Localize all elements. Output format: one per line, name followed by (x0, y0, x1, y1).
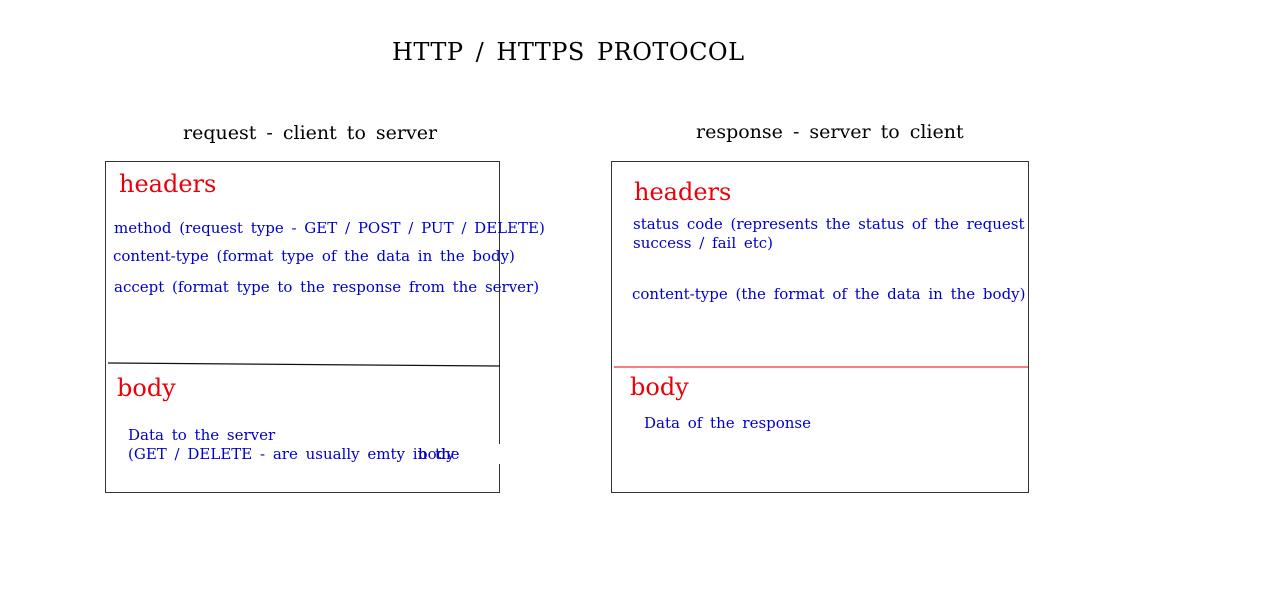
response-header-status-detail: success / fail etc) (633, 234, 774, 252)
response-body-line-1: Data of the response (644, 414, 812, 432)
request-title: request - client to server (183, 122, 438, 144)
diagram-title: HTTP / HTTPS PROTOCOL (392, 38, 745, 66)
request-body-line-3: body (418, 445, 455, 463)
response-header-status-code: status code (represents the status of th… (633, 215, 1025, 233)
request-box-gap (498, 444, 502, 464)
response-box (611, 161, 1029, 493)
request-body-label: body (117, 374, 176, 402)
request-header-content-type: content-type (format type of the data in… (113, 247, 515, 265)
response-header-content-type: content-type (the format of the data in … (632, 285, 1026, 303)
response-title: response - server to client (696, 121, 964, 143)
request-body-line-1: Data to the server (128, 426, 276, 444)
request-headers-label: headers (119, 170, 217, 198)
request-header-method: method (request type - GET / POST / PUT … (114, 219, 545, 237)
response-headers-label: headers (634, 178, 732, 206)
request-header-accept: accept (format type to the response from… (114, 278, 540, 296)
response-body-label: body (630, 373, 689, 401)
request-body-line-2: (GET / DELETE - are usually emty in the (128, 445, 460, 463)
request-box (105, 161, 500, 493)
